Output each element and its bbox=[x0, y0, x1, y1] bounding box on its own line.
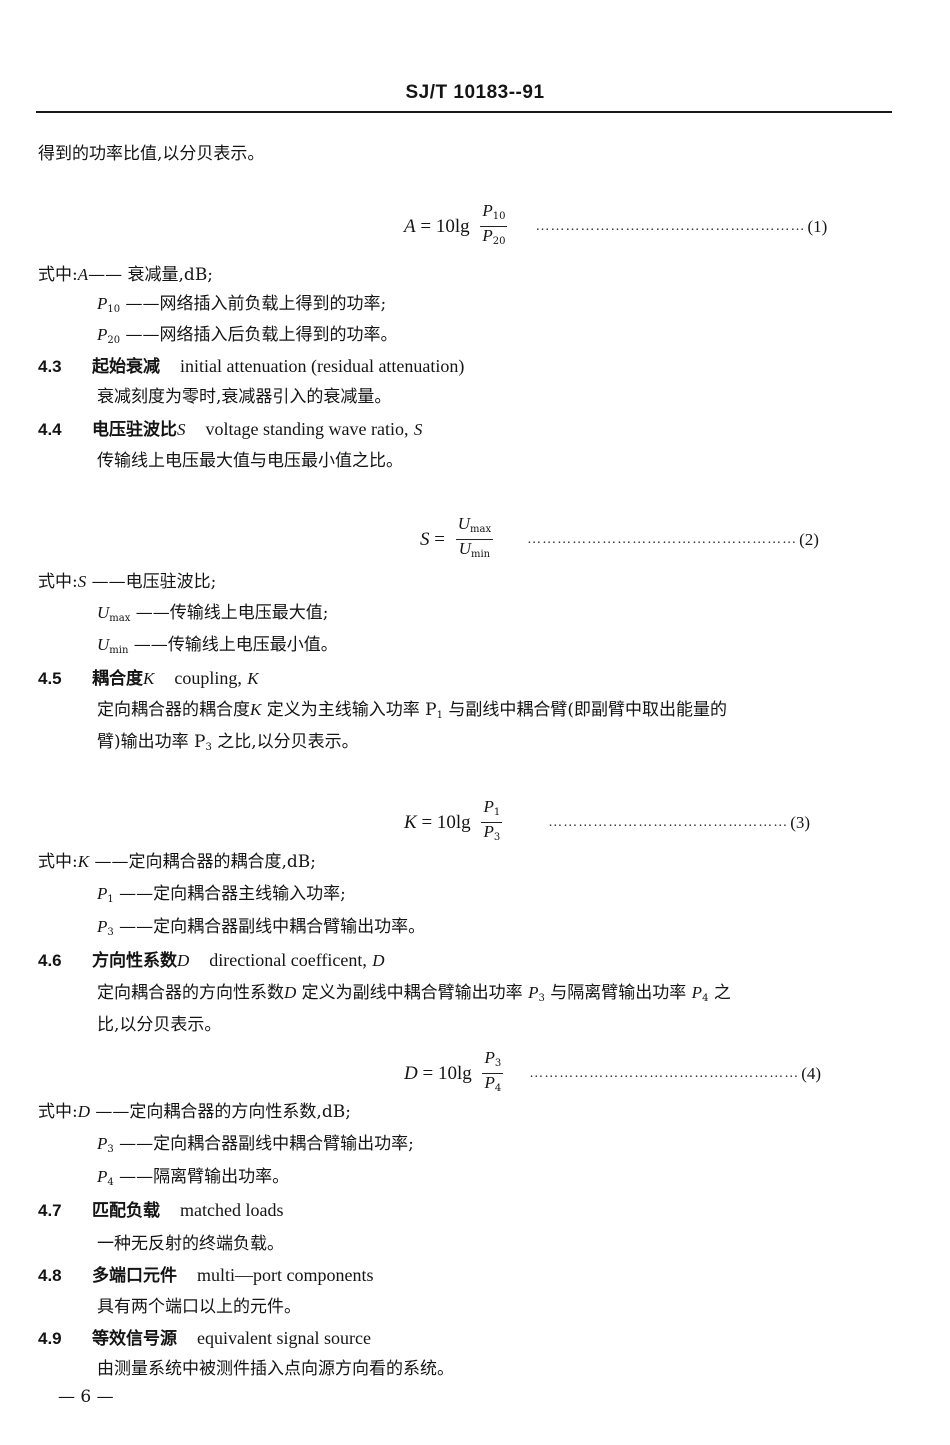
where-line: Umin ——传输线上电压最小值。 bbox=[97, 635, 338, 656]
where-line: P3 ——定向耦合器副线中耦合臂输出功率。 bbox=[97, 917, 426, 938]
section-4-9-body: 由测量系统中被测件插入点向源方向看的系统。 bbox=[97, 1359, 454, 1379]
where-line: Umax ——传输线上电压最大值; bbox=[97, 603, 329, 624]
leader-dots: ……………………………………………… bbox=[529, 1065, 800, 1081]
where-line: 式中:D ——定向耦合器的方向性系数,dB; bbox=[38, 1102, 351, 1122]
equation-number: (1) bbox=[807, 216, 828, 236]
equation-number: (2) bbox=[799, 529, 819, 549]
fraction: P3 P4 bbox=[482, 1048, 504, 1094]
equation-number: (3) bbox=[790, 812, 811, 832]
formula-4: D = 10lg P3 P4 ……………………………………………… (4) bbox=[404, 1049, 821, 1098]
where-line: P3 ——定向耦合器副线中耦合臂输出功率; bbox=[97, 1134, 414, 1155]
header-rule bbox=[36, 111, 892, 113]
fraction: P1 P3 bbox=[481, 797, 503, 843]
section-4-4-body: 传输线上电压最大值与电压最小值之比。 bbox=[97, 451, 403, 471]
equation-number: (4) bbox=[801, 1063, 822, 1083]
section-4-6-body: 定向耦合器的方向性系数D 定义为副线中耦合臂输出功率 P3 与隔离臂输出功率 P… bbox=[97, 983, 731, 1004]
leader-dots: ……………………………………………… bbox=[527, 531, 798, 547]
where-line: P1 ——定向耦合器主线输入功率; bbox=[97, 884, 346, 905]
leader-dots: ……………………………………………… bbox=[535, 218, 806, 234]
leader-dots: ………………………………………… bbox=[548, 814, 789, 830]
section-4-3-body: 衰减刻度为零时,衰减器引入的衰减量。 bbox=[97, 387, 392, 407]
formula-3: K = 10lg P1 P3 ………………………………………… (3) bbox=[404, 798, 810, 847]
section-4-6-body: 比,以分贝表示。 bbox=[97, 1015, 222, 1035]
section-4-5-body: 臂)输出功率 P3 之比,以分贝表示。 bbox=[97, 732, 359, 753]
where-line: P4 ——隔离臂输出功率。 bbox=[97, 1167, 290, 1188]
standard-code-header: SJ/T 10183--91 bbox=[405, 82, 545, 103]
formula-operator: = 10lg bbox=[415, 215, 475, 237]
where-line: 式中:A—— 衰减量,dB; bbox=[38, 265, 214, 285]
fraction: Umax Umin bbox=[455, 514, 494, 560]
section-4-7-body: 一种无反射的终端负载。 bbox=[97, 1234, 284, 1254]
formula-lhs: A bbox=[404, 215, 416, 237]
where-line: P20 ——网络插入后负载上得到的功率。 bbox=[97, 325, 398, 346]
fraction: P10 P20 bbox=[480, 201, 508, 247]
where-line: 式中:S ——电压驻波比; bbox=[38, 572, 217, 592]
intro-line: 得到的功率比值,以分贝表示。 bbox=[38, 144, 265, 164]
where-line: 式中:K ——定向耦合器的耦合度,dB; bbox=[38, 852, 316, 872]
where-line: P10 ——网络插入前负载上得到的功率; bbox=[97, 294, 387, 315]
formula-2: S = Umax Umin ……………………………………………… (2) bbox=[420, 515, 819, 564]
formula-1: A = 10lg P10 P20 ……………………………………………… (1) bbox=[404, 202, 827, 251]
section-4-8-body: 具有两个端口以上的元件。 bbox=[97, 1297, 301, 1317]
page-number: — 6 — bbox=[58, 1387, 114, 1407]
section-4-5-body: 定向耦合器的耦合度K 定义为主线输入功率 P1 与副线中耦合臂(即副臂中取出能量… bbox=[97, 700, 728, 721]
